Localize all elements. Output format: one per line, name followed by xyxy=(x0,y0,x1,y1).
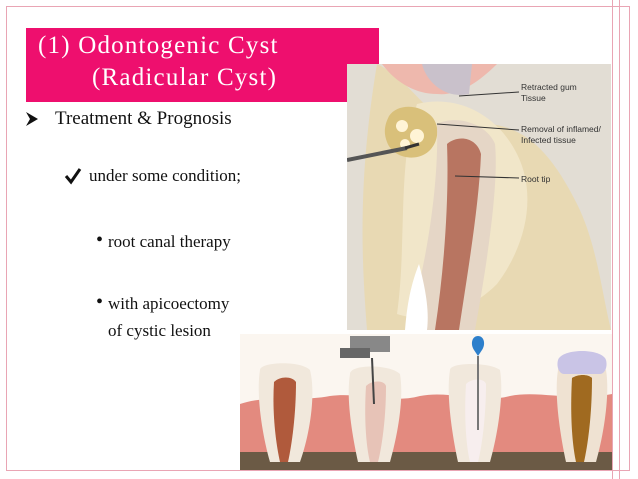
label-retracted-1: Retracted gum xyxy=(521,82,577,92)
bullet-condition: under some condition; xyxy=(89,166,242,185)
title-line-2: (Radicular Cyst) xyxy=(92,64,278,91)
label-removal-2: Infected tissue xyxy=(521,135,576,145)
label-removal-1: Removal of inflamed/ xyxy=(521,124,601,134)
right-margin-line-outer xyxy=(619,0,620,479)
root-canal-sequence-illustration xyxy=(240,334,612,470)
dot-bullet-icon: • xyxy=(96,229,104,251)
slide-title: (1) Odontogenic Cyst (Radicular Cyst) xyxy=(26,28,379,102)
bullet-treatment: Treatment & Prognosis xyxy=(55,108,232,129)
checkmark-bullet-icon xyxy=(64,168,82,185)
bullet-root-canal: root canal therapy xyxy=(108,232,231,251)
dot-bullet-icon: • xyxy=(96,291,104,313)
title-line-1: (1) Odontogenic Cyst xyxy=(38,32,279,59)
bullet-apicoectomy: with apicoectomy xyxy=(108,294,230,313)
label-root-tip: Root tip xyxy=(521,174,551,184)
bullet-apicoectomy-cont: of cystic lesion xyxy=(108,321,211,340)
right-margin-line xyxy=(612,0,613,479)
apicoectomy-illustration: Retracted gum Tissue Removal of inflamed… xyxy=(347,64,611,330)
label-retracted-2: Tissue xyxy=(521,93,546,103)
arrowhead-bullet-icon xyxy=(26,112,38,126)
slide-frame xyxy=(6,6,630,471)
